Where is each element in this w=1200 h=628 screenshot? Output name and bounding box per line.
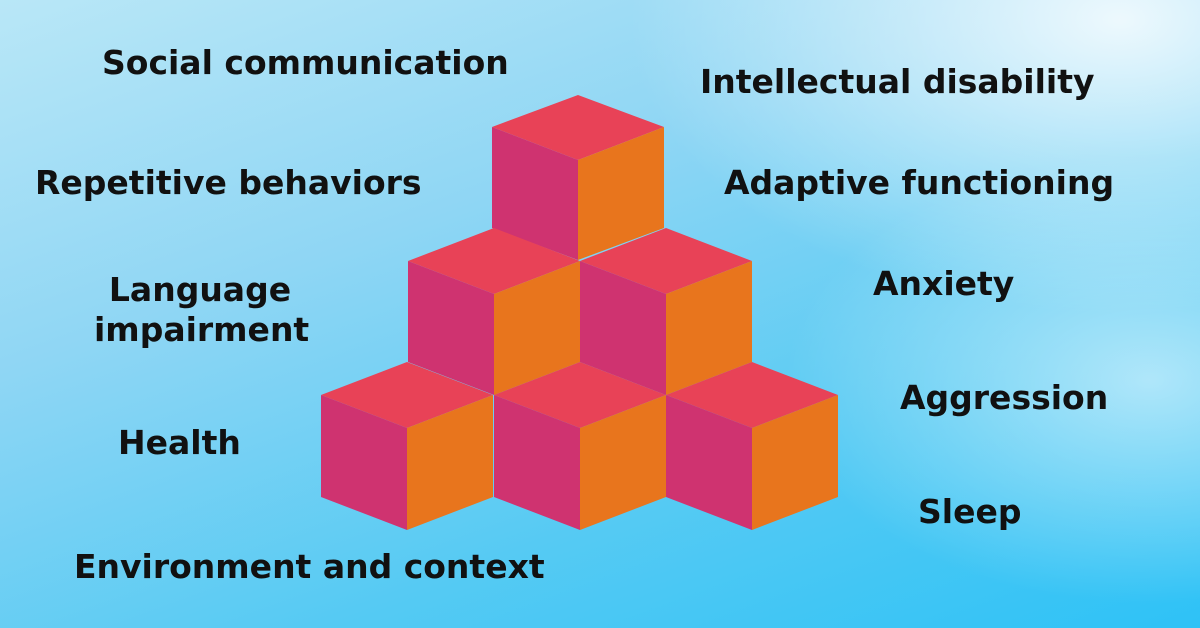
cube-middle-left: [408, 228, 580, 395]
label-language-impairment-line2: impairment: [94, 309, 310, 349]
label-language-impairment-line1: Language: [108, 270, 292, 309]
cube-top: [492, 95, 664, 260]
label-social-communication: Social communication: [102, 43, 509, 82]
label-aggression: Aggression: [900, 378, 1109, 417]
cube-bottom-right: [666, 362, 838, 530]
label-intellectual-disability: Intellectual disability: [700, 62, 1095, 101]
label-language-impairment: Language impairment: [94, 270, 310, 349]
label-adaptive-functioning: Adaptive functioning: [724, 163, 1115, 202]
cube-middle-right: [580, 228, 752, 395]
cube-bottom-left: [321, 362, 493, 530]
label-anxiety: Anxiety: [873, 264, 1015, 303]
cube-bottom-middle: [494, 362, 666, 530]
label-health: Health: [118, 423, 241, 462]
label-environment-and-context: Environment and context: [74, 547, 545, 586]
label-sleep: Sleep: [918, 492, 1022, 531]
label-repetitive-behaviors: Repetitive behaviors: [35, 163, 422, 202]
